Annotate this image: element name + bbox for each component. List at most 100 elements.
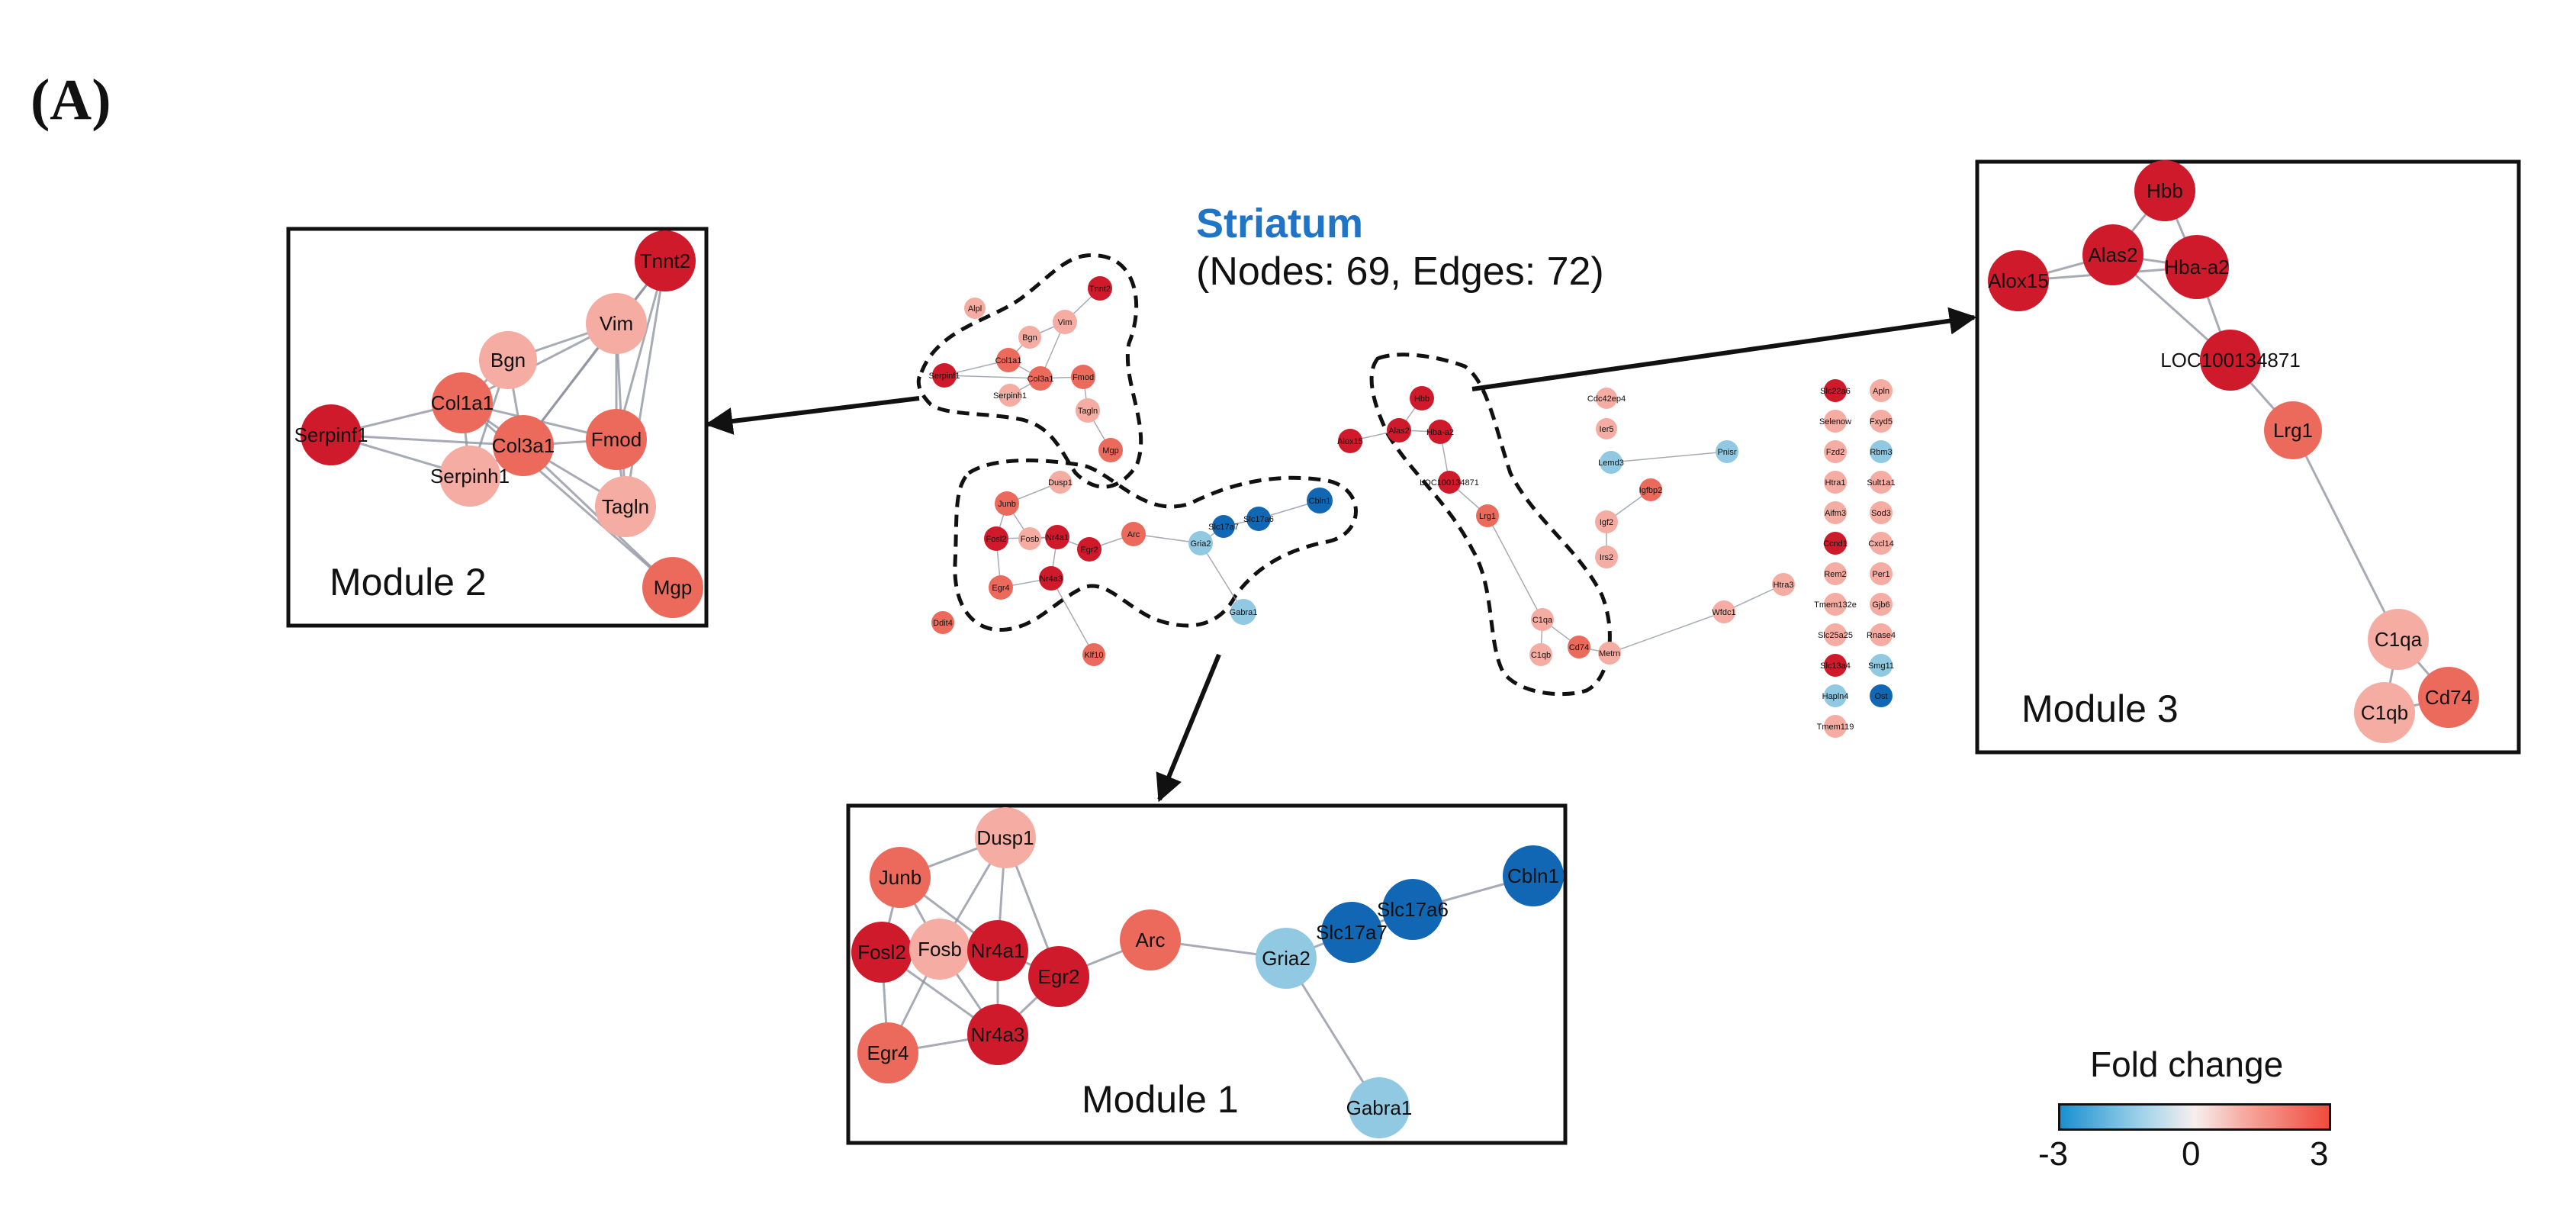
arrow-to-module3: [1471, 307, 1977, 391]
module1-node-circle: [909, 919, 970, 980]
overview-node-vim: Vim: [1053, 310, 1077, 334]
overview-node-circle: [1870, 684, 1893, 707]
overview-node-irs2: Irs2: [1595, 546, 1618, 568]
overview-node-label: Egr2: [1080, 546, 1098, 555]
overview-node-label: Pnisr: [1717, 448, 1736, 457]
overview-node-label: Htra3: [1774, 581, 1794, 590]
module1-node-circle: [1321, 902, 1382, 963]
overview-node-label: Sult1a1: [1867, 478, 1895, 488]
module2-node-circle: [439, 446, 500, 507]
overview-node-label: Nr4a3: [1040, 575, 1063, 584]
overview-node-circle: [1824, 684, 1847, 707]
module1-node-nr4a3: Nr4a3: [967, 1004, 1028, 1065]
legend-colorbar: [2058, 1103, 2331, 1131]
module1-node-circle: [1028, 946, 1089, 1007]
module3-node-circle: [2082, 224, 2143, 285]
overview-edge: [1200, 542, 1244, 613]
legend-tick-max: 3: [2310, 1135, 2329, 1173]
overview-node-circle: [1053, 310, 1077, 334]
overview-node-arc: Arc: [1121, 522, 1146, 546]
overview-node-label: Rem2: [1824, 570, 1846, 579]
overview-node-label: C1qb: [1531, 651, 1551, 660]
overview-node-label: Dusp1: [1048, 478, 1073, 488]
overview-node-fxyd5: Fxyd5: [1870, 410, 1893, 433]
overview-node-label: Selenow: [1819, 417, 1851, 426]
overview-node-slc13a4: Slc13a4: [1820, 654, 1851, 677]
module2-node-bgn: Bgn: [479, 331, 537, 389]
overview-node-circle: [999, 384, 1021, 407]
module1-node-circle: [857, 1022, 918, 1083]
module3-node-circle: [2368, 609, 2429, 670]
module2-node-circle: [432, 372, 493, 433]
module2-node-col1a1: Col1a1: [431, 372, 494, 433]
overview-node-circle: [1076, 398, 1100, 423]
overview-node-hapln4: Hapln4: [1822, 684, 1848, 707]
overview-node-circle: [1870, 593, 1893, 616]
legend-title: Fold change: [2090, 1044, 2284, 1084]
arrow-to-module1: [1156, 653, 1221, 803]
overview-node-label: Tmem132e: [1814, 600, 1857, 610]
overview-node-serpinf1: Serpinf1: [929, 363, 960, 388]
overview-node-label: Ost: [1874, 692, 1887, 701]
overview-node-egr4: Egr4: [989, 575, 1013, 600]
overview-node-apln: Apln: [1870, 379, 1893, 402]
module2-node-label: Col3a1: [492, 434, 555, 457]
module2-node-circle: [642, 557, 703, 618]
overview-node-circle: [1188, 531, 1213, 555]
module2-node-circle: [301, 404, 362, 465]
module3-node-hba-a2: Hba-a2: [2164, 235, 2230, 299]
overview-node-loc100134871: LOC100134871: [1420, 471, 1479, 494]
overview-node-circle: [1870, 562, 1893, 585]
overview-node-circle: [1824, 593, 1847, 616]
overview-node-sult1a1: Sult1a1: [1867, 471, 1896, 494]
overview-node-label: Irs2: [1600, 553, 1613, 562]
overview-node-lemd3: Lemd3: [1598, 451, 1624, 474]
module2-node-circle: [493, 415, 554, 476]
overview-node-alpl: Alpl: [964, 298, 986, 319]
module1-node-label: Fosl2: [857, 941, 906, 964]
overview-node-label: Igf2: [1600, 518, 1613, 527]
overview-node-circle: [1071, 365, 1095, 389]
legend-tick-min: -3: [2038, 1135, 2069, 1173]
overview-node-rem2: Rem2: [1824, 562, 1847, 585]
overview-node-circle: [1018, 527, 1041, 550]
overview-edge: [1609, 611, 1725, 654]
overview-node-label: Rnase4: [1867, 631, 1896, 640]
module3-node-hbb: Hbb: [2134, 160, 2195, 221]
module3-node-circle: [2264, 401, 2322, 459]
module2-node-circle: [479, 331, 537, 389]
overview-node-slc17a7: Slc17a7: [1208, 515, 1239, 538]
overview-node-dusp1: Dusp1: [1048, 471, 1073, 494]
overview-node-label: Fxyd5: [1870, 417, 1893, 426]
overview-node-circle: [1772, 573, 1795, 596]
overview-node-circle: [1824, 440, 1847, 463]
module1-node-label: Slc17a6: [1377, 898, 1449, 921]
module1-node-dusp1: Dusp1: [975, 807, 1036, 868]
legend-tick-mid: 0: [2182, 1135, 2201, 1173]
module2-label: Module 2: [330, 561, 487, 604]
module2-node-circle: [586, 293, 647, 354]
module3-edge: [2291, 430, 2400, 640]
module2-node-label: Bgn: [490, 349, 526, 372]
overview-node-metrn: Metrn: [1598, 642, 1621, 665]
overview-node-hba-a2: Hba-a2: [1426, 420, 1454, 444]
overview-node-bgn: Bgn: [1018, 326, 1041, 349]
overview-node-label: Per1: [1872, 570, 1889, 579]
module1-node-label: Dusp1: [976, 826, 1034, 849]
module3-node-label: Alas2: [2088, 243, 2137, 266]
module3-node-label: Hba-a2: [2164, 256, 2229, 278]
module1-node-circle: [1256, 928, 1317, 989]
overview-node-circle: [989, 575, 1013, 600]
module2-outline: [916, 253, 1143, 489]
overview-node-circle: [1596, 388, 1617, 409]
overview-node-tnnt2: Tnnt2: [1088, 276, 1112, 301]
overview-node-label: Alas2: [1388, 426, 1410, 436]
overview-node-circle: [1716, 440, 1738, 463]
overview-node-circle: [995, 491, 1019, 516]
overview-edge: [1610, 451, 1728, 463]
module1-node-cbln1: Cbln1: [1503, 845, 1564, 906]
module2-node-label: Fmod: [591, 428, 642, 451]
overview-node-label: Col1a1: [995, 356, 1022, 365]
overview-node-label: Wfdc1: [1712, 608, 1735, 617]
module3-node-cd74: Cd74: [2418, 667, 2479, 728]
